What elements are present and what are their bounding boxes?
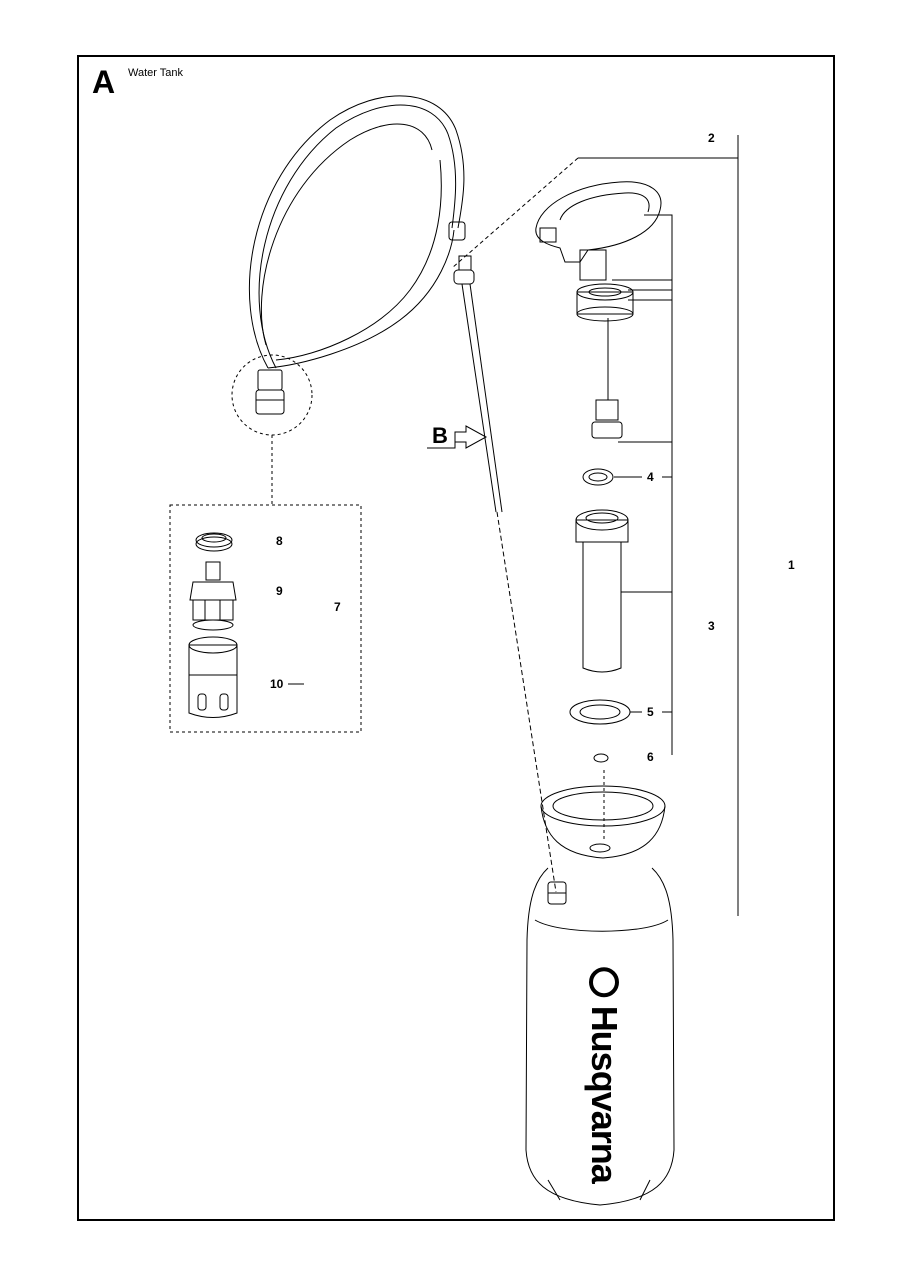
part-9-nipple-connector xyxy=(190,562,236,630)
callout-6: 6 xyxy=(647,750,654,764)
detail-circle xyxy=(232,355,312,435)
tank-valve-fitting xyxy=(548,882,566,904)
pump-cylinder xyxy=(576,510,628,672)
callout-5: 5 xyxy=(647,705,654,719)
callout-9: 9 xyxy=(276,584,283,598)
callout-2: 2 xyxy=(708,131,715,145)
pump-cap xyxy=(577,284,633,321)
part-4-o-ring xyxy=(583,469,613,485)
water-tank xyxy=(526,786,674,1205)
diagram-frame xyxy=(77,55,835,1221)
part-5-gasket xyxy=(570,700,630,724)
part-8-seal-ring xyxy=(196,533,232,551)
view-b-label: B xyxy=(432,423,448,448)
pump-handle xyxy=(536,182,661,280)
callout-10: 10 xyxy=(270,677,284,691)
hose-connector-detail xyxy=(256,370,284,414)
callout-4: 4 xyxy=(647,470,654,484)
section-title: Water Tank xyxy=(128,67,184,79)
bracket-3 xyxy=(644,215,672,755)
husqvarna-logo-text: Husqvarna xyxy=(584,1005,625,1183)
section-letter: A xyxy=(92,64,116,100)
husqvarna-logo: Husqvarna xyxy=(583,967,625,1183)
hose-coil xyxy=(249,96,464,368)
leader-line-2 xyxy=(452,158,578,268)
part-10-coupling xyxy=(189,637,237,718)
callout-7: 7 xyxy=(334,600,341,614)
pump-piston xyxy=(592,400,622,438)
callout-1: 1 xyxy=(788,558,795,572)
callout-8: 8 xyxy=(276,534,283,548)
callout-3: 3 xyxy=(708,619,715,633)
lance-wand xyxy=(462,284,556,892)
view-b-arrow xyxy=(427,426,486,448)
hose-end-fitting xyxy=(449,222,474,284)
part-6-washer xyxy=(594,754,608,762)
detail-box xyxy=(170,505,361,732)
husqvarna-crown-icon xyxy=(589,967,619,998)
